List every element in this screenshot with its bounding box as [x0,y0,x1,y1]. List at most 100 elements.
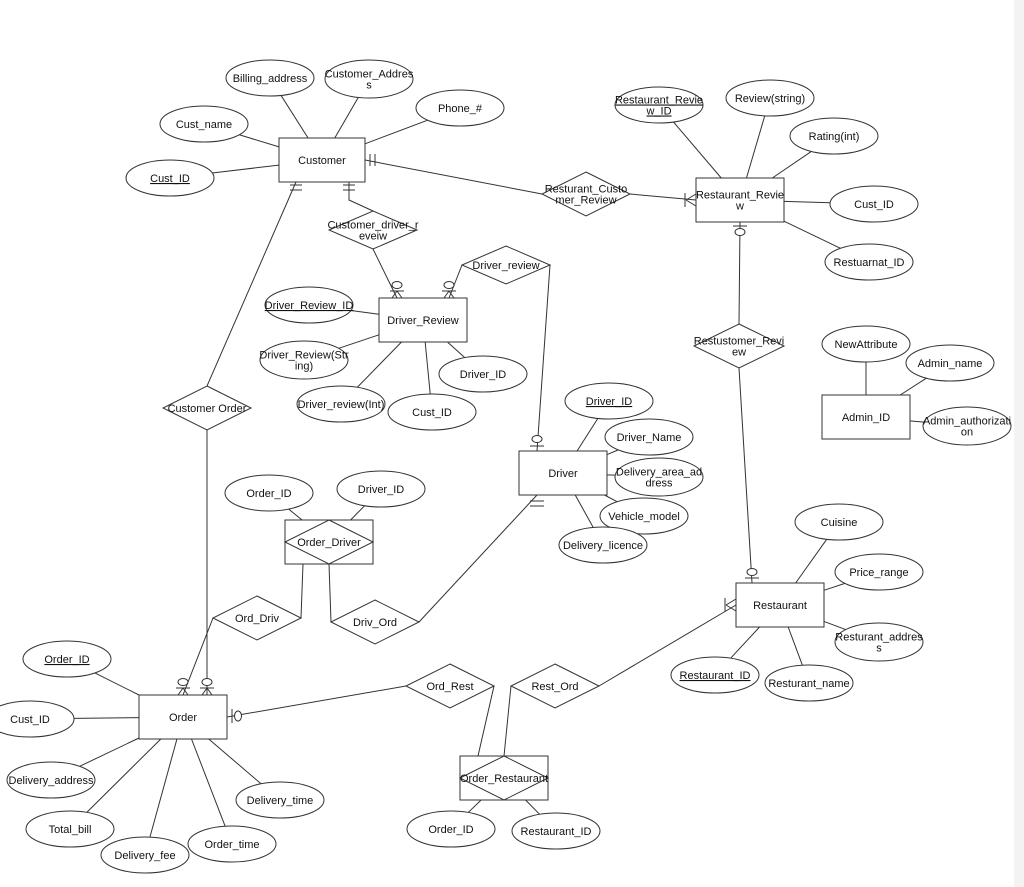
attribute-od_driver_id[interactable]: Driver_ID [336,470,426,508]
attribute-delivery_fee[interactable]: Delivery_fee [100,836,190,874]
relationship-rel_customer_order[interactable]: Customer Order [161,385,253,431]
or_order_id-label-line-1: Order_ID [428,824,473,836]
rel_restustomer_review-label-line-1: Restustomer_Revi [694,336,784,348]
entity-customer[interactable]: Customer [278,137,366,183]
connector-driver_review-dr_driver_id [447,341,466,358]
attribute-ellipse [794,503,884,541]
entity-restaurant_review[interactable]: Restaurant_Review [695,177,785,223]
attribute-resturant_name[interactable]: Resturant_name [764,664,854,702]
attribute-delivery_time[interactable]: Delivery_time [235,781,325,819]
attribute-cuisine[interactable]: Cuisine [794,503,884,541]
attribute-vehicle_model[interactable]: Vehicle_model [599,497,689,535]
attribute-delivery_licence[interactable]: Delivery_licence [558,526,648,564]
attribute-delivery_area_address[interactable]: Delivery_area_address [614,457,704,497]
attribute-or_order_id[interactable]: Order_ID [406,810,496,848]
optional-circle [177,678,189,686]
attribute-delivery_address[interactable]: Delivery_address [6,761,96,799]
attribute-rating_int[interactable]: Rating(int) [789,117,879,155]
attribute-or_restaurant_id[interactable]: Restaurant_ID [511,812,601,850]
entity-driver_review[interactable]: Driver_Review [378,297,468,343]
attribute-dr_driver_id[interactable]: Driver_ID [438,355,528,393]
relationship-rel_ord_rest[interactable]: Ord_Rest [404,663,496,709]
attribute-review_string[interactable]: Review(string) [725,79,815,117]
attribute-order_id[interactable]: Order_ID [22,640,112,678]
connector-order-total_bill [86,738,162,813]
attribute-order_time[interactable]: Order_time [187,825,277,863]
rel_driver_review-label-line-1: Driver_review [472,260,539,272]
connector-driver-driver_name [606,449,619,456]
phone-label-line-1: Phone_# [438,103,483,115]
associative-entity-order_restaurant[interactable]: Order_Restaurant [458,755,550,801]
connector-order-order_time [191,738,226,827]
attribute-rr_cust_id[interactable]: Cust_ID [829,185,919,223]
admin-label-line-1: Admin_ID [842,412,890,424]
associative-entity-order_driver[interactable]: Order_Driver [283,519,375,565]
attribute-price_range[interactable]: Price_range [834,553,924,591]
relationship-rel_driv_ord[interactable]: Driv_Ord [329,599,421,645]
entity-box [378,297,468,343]
attribute-billing_address[interactable]: Billing_address [225,59,315,97]
entity-order[interactable]: Order [138,694,228,740]
relationship-diamond [404,663,496,709]
connector-restaurant_review-rr_cust_id [783,200,831,204]
restaurant_review_id-label-line-1: Restaurant_Revie [615,95,703,107]
relationship-diamond [540,171,632,217]
entity-box [138,694,228,740]
delivery_time-label-line-1: Delivery_time [247,795,314,807]
attribute-total_bill[interactable]: Total_bill [25,810,115,848]
connector-admin-admin_authorization [909,420,924,423]
vehicle_model-label-line-1: Vehicle_model [608,511,680,523]
attribute-restaurant_review_id[interactable]: Restaurant_Review_ID [614,86,704,124]
attribute-order_cust_id[interactable]: Cust_ID [0,700,75,738]
entity-driver[interactable]: Driver [518,450,608,496]
rating_int-label-line-1: Rating(int) [809,131,860,143]
relationship-rel_driver_review[interactable]: Driver_review [460,245,552,285]
rel_driv_ord-label-line-1: Driv_Ord [353,617,397,629]
review_string-label-line-1: Review(string) [735,93,805,105]
admin_name-label-line-1: Admin_name [918,358,983,370]
attribute-driver_review_int[interactable]: Driver_review(Int) [296,385,386,423]
attribute-od_order_id[interactable]: Order_ID [224,474,314,512]
scrollbar-track[interactable] [1014,0,1024,887]
associative-entity-diamond [458,755,550,801]
attribute-ellipse [511,812,601,850]
entity-admin[interactable]: Admin_ID [821,394,911,440]
attribute-cust_name[interactable]: Cust_name [159,105,249,143]
attribute-driver_id[interactable]: Driver_ID [564,382,654,420]
rel_restustomer_review-label-line-2: ew [732,347,746,359]
relationship-rel_ord_driv[interactable]: Ord_Driv [211,595,303,641]
crow-foot [725,604,737,612]
attribute-phone[interactable]: Phone_# [415,89,505,127]
restaurant_id-label-line-1: Restaurant_ID [680,670,751,682]
entity-restaurant[interactable]: Restaurant [735,582,825,628]
cuisine-label-line-1: Cuisine [821,517,858,529]
driver-label-line-1: Driver [548,468,578,480]
order-label-line-1: Order [169,712,197,724]
connector-order_driver-od_order_id [288,508,303,521]
connector-driver_review-rel_driver_review [448,264,463,299]
attribute-driver_review_id[interactable]: Driver_Review_ID [264,286,354,324]
attribute-customer_cust_id[interactable]: Cust_ID [125,159,215,197]
attribute-admin_name[interactable]: Admin_name [905,344,995,382]
attribute-ellipse [25,810,115,848]
attribute-restuarnat_id[interactable]: Restuarnat_ID [824,243,914,281]
relationship-rel_restustomer_review[interactable]: Restustomer_Review [692,323,786,369]
relationship-rel_rest_cust_review[interactable]: Resturant_Customer_Review [540,171,632,217]
relationship-rel_rest_ord[interactable]: Rest_Ord [509,663,601,709]
attribute-restaurant_id[interactable]: Restaurant_ID [670,656,760,694]
connector-driver_review-driver_review_id [350,310,380,315]
connector-customer-rel_customer_order [206,181,297,387]
connector-order_restaurant-or_restaurant_id [525,799,540,815]
attribute-ellipse [834,553,924,591]
attribute-driver_name[interactable]: Driver_Name [604,418,694,456]
attribute-new_attribute[interactable]: NewAttribute [821,325,911,363]
attribute-ellipse [834,622,924,662]
attribute-resturant_address[interactable]: Resturant_address [834,622,924,662]
attribute-dr_cust_id[interactable]: Cust_ID [387,393,477,431]
connector-restaurant-resturant_name [787,626,803,666]
